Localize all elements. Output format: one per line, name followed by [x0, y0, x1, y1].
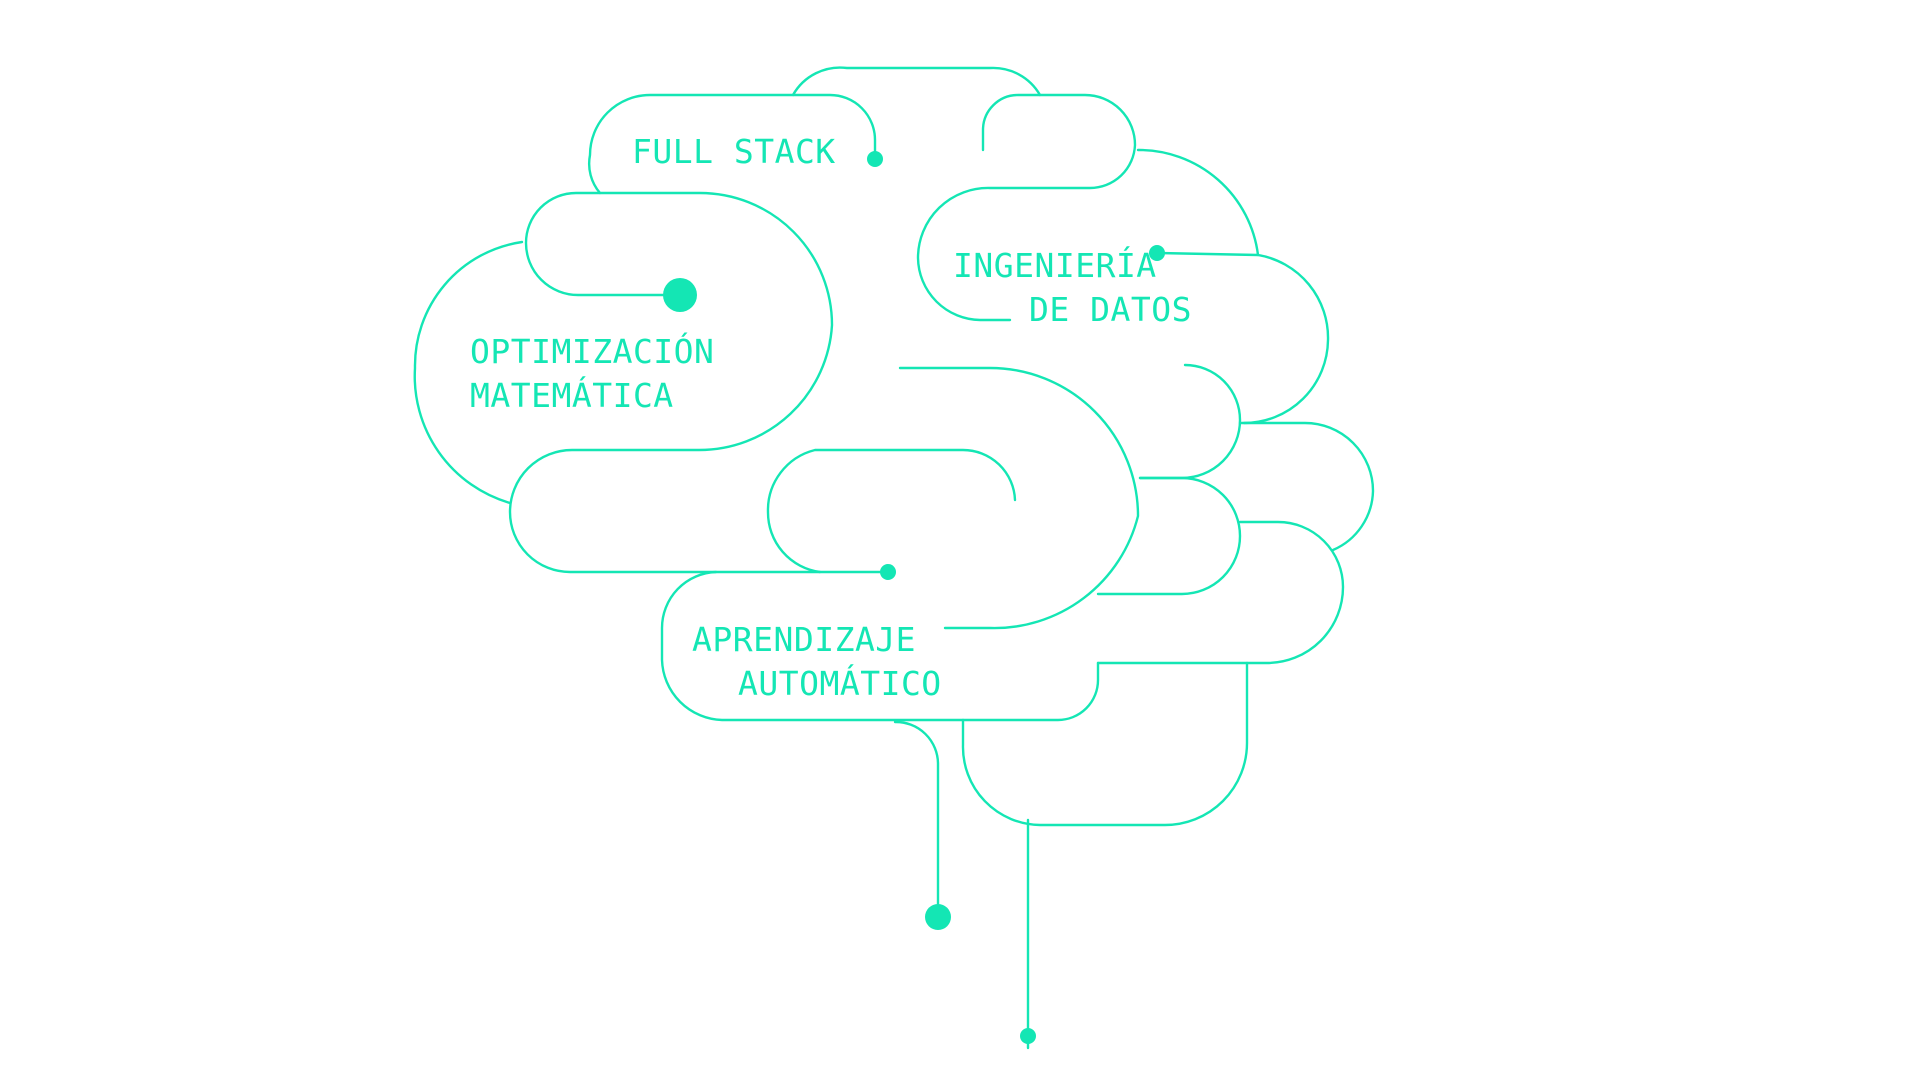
label-optimizacion-line-2: MATEMÁTICA: [470, 376, 674, 415]
label-optimizacion-line-1: OPTIMIZACIÓN: [470, 332, 715, 371]
node-dot-full-stack: [867, 151, 883, 167]
lobe-inner-right-3: [1096, 520, 1345, 665]
node-dot-stem-right: [1020, 1028, 1036, 1044]
lobe-inner-right-2: [1096, 476, 1242, 596]
lobe-right-outer: [1242, 421, 1375, 552]
label-aprendizaje-line-1: APRENDIZAJE: [692, 620, 917, 659]
stem-left: [893, 720, 940, 917]
label-optimizacion-matematica: OPTIMIZACIÓN MATEMÁTICA: [470, 330, 714, 418]
label-aprendizaje-line-2: AUTOMÁTICO: [738, 664, 942, 703]
lobe-inner-right-1: [1138, 363, 1242, 480]
lobe-inner-curl: [766, 448, 1017, 574]
node-dot-stem-left: [925, 904, 951, 930]
lobe-middle-curl: [898, 366, 1140, 630]
label-full-stack-line-1: FULL STACK: [632, 132, 836, 171]
label-ingenieria-de-datos: INGENIERÍA DE DATOS: [953, 244, 1192, 332]
lobe-upper-right-hook: [916, 93, 1137, 322]
lobe-aprendizaje: [660, 570, 1100, 722]
lobe-right-temporal: [1136, 148, 1260, 257]
lobe-bottom: [961, 661, 1249, 827]
label-ingenieria-line-2: DE DATOS: [1029, 290, 1192, 329]
node-dot-optimizacion: [663, 278, 697, 312]
lobe-top-bridge: [791, 66, 1042, 97]
label-ingenieria-line-1: INGENIERÍA: [953, 246, 1157, 285]
node-dot-ingenieria: [1149, 245, 1165, 261]
label-full-stack: FULL STACK: [632, 130, 836, 174]
lobe-frontal-left: [413, 240, 524, 505]
label-aprendizaje-automatico: APRENDIZAJE AUTOMÁTICO: [692, 618, 942, 706]
node-dot-aprendizaje: [880, 564, 896, 580]
lobe-optimizacion: [508, 191, 888, 574]
lobe-right-mid: [1238, 253, 1330, 425]
lobe-full-stack: [587, 93, 877, 195]
